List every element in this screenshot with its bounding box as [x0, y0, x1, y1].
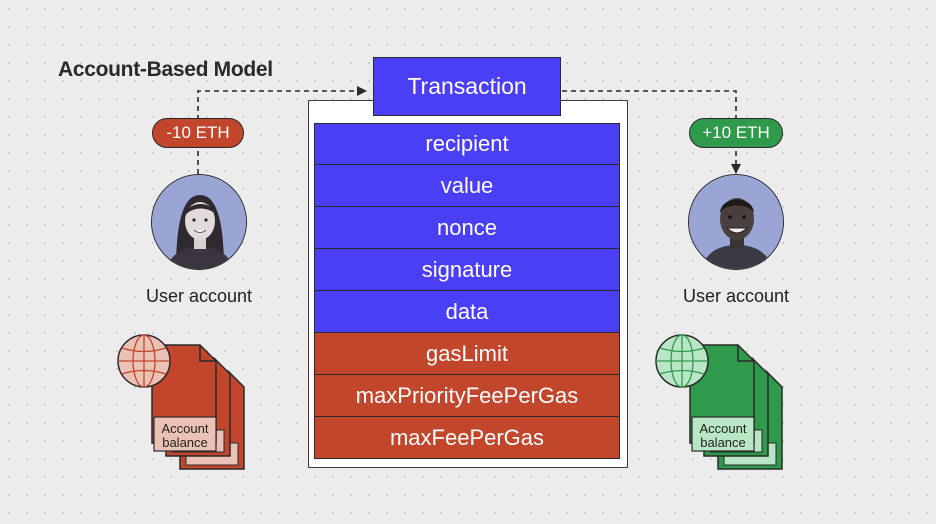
document-stack-icon — [117, 334, 245, 470]
document-stack-icon — [655, 334, 783, 470]
field-recipient: recipient — [314, 123, 620, 165]
transaction-fields: recipient value nonce signature data gas… — [314, 123, 620, 459]
field-data: data — [314, 291, 620, 333]
sender-balance-label: Account balance — [161, 421, 209, 450]
woman-portrait-icon — [152, 175, 246, 269]
receiver-balance-label: Account balance — [699, 421, 747, 450]
diagram-title: Account-Based Model — [58, 58, 273, 81]
field-nonce: nonce — [314, 207, 620, 249]
receiver-account-label: User account — [682, 286, 790, 306]
sender-avatar — [151, 174, 247, 270]
globe-icon — [117, 334, 171, 388]
sender-amount-badge: -10 ETH — [152, 118, 244, 148]
receiver-avatar — [688, 174, 784, 270]
receiver-amount-badge: +10 ETH — [689, 118, 783, 148]
receiver-balance-wallet: Account balance — [654, 333, 794, 473]
man-portrait-icon — [689, 175, 783, 269]
field-max-priority-fee: maxPriorityFeePerGas — [314, 375, 620, 417]
field-signature: signature — [314, 249, 620, 291]
sender-account-label: User account — [145, 286, 253, 306]
field-max-fee: maxFeePerGas — [314, 417, 620, 459]
field-value: value — [314, 165, 620, 207]
sender-balance-wallet: Account balance — [116, 333, 256, 473]
transaction-header: Transaction — [373, 57, 561, 116]
field-gas-limit: gasLimit — [314, 333, 620, 375]
globe-icon — [655, 334, 709, 388]
